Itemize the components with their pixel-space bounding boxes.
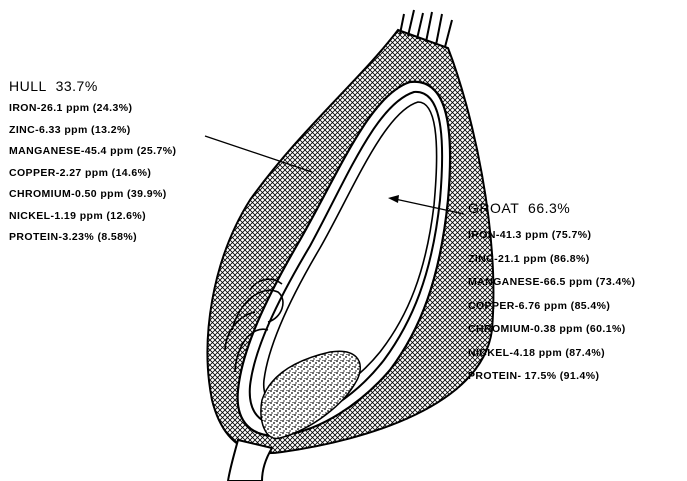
groat-heading: GROAT 66.3%: [468, 200, 635, 216]
hull-item-nickel: NICKEL-1.19 ppm (12.6%): [9, 206, 176, 228]
groat-title: GROAT: [468, 200, 519, 216]
groat-item-protein: PROTEIN- 17.5% (91.4%): [468, 365, 635, 389]
hull-item-protein: PROTEIN-3.23% (8.58%): [9, 227, 176, 249]
hull-title: HULL: [9, 78, 47, 94]
hull-label-block: HULL 33.7% IRON-26.1 ppm (24.3%) ZINC-6.…: [9, 78, 176, 249]
hull-item-chromium: CHROMIUM-0.50 ppm (39.9%): [9, 184, 176, 206]
hull-percent: 33.7%: [56, 78, 98, 94]
groat-item-iron: IRON-41.3 ppm (75.7%): [468, 224, 635, 248]
hull-heading: HULL 33.7%: [9, 78, 176, 94]
groat-item-copper: COPPER-6.76 ppm (85.4%): [468, 295, 635, 319]
groat-label-block: GROAT 66.3% IRON-41.3 ppm (75.7%) ZINC-2…: [468, 200, 635, 389]
hull-item-iron: IRON-26.1 ppm (24.3%): [9, 98, 176, 120]
hull-item-copper: COPPER-2.27 ppm (14.6%): [9, 163, 176, 185]
groat-item-manganese: MANGANESE-66.5 ppm (73.4%): [468, 271, 635, 295]
hull-item-manganese: MANGANESE-45.4 ppm (25.7%): [9, 141, 176, 163]
groat-percent: 66.3%: [528, 200, 570, 216]
groat-item-zinc: ZINC-21.1 ppm (86.8%): [468, 248, 635, 272]
groat-item-nickel: NICKEL-4.18 ppm (87.4%): [468, 342, 635, 366]
stem: [228, 440, 272, 481]
groat-item-chromium: CHROMIUM-0.38 ppm (60.1%): [468, 318, 635, 342]
hull-item-zinc: ZINC-6.33 ppm (13.2%): [9, 120, 176, 142]
